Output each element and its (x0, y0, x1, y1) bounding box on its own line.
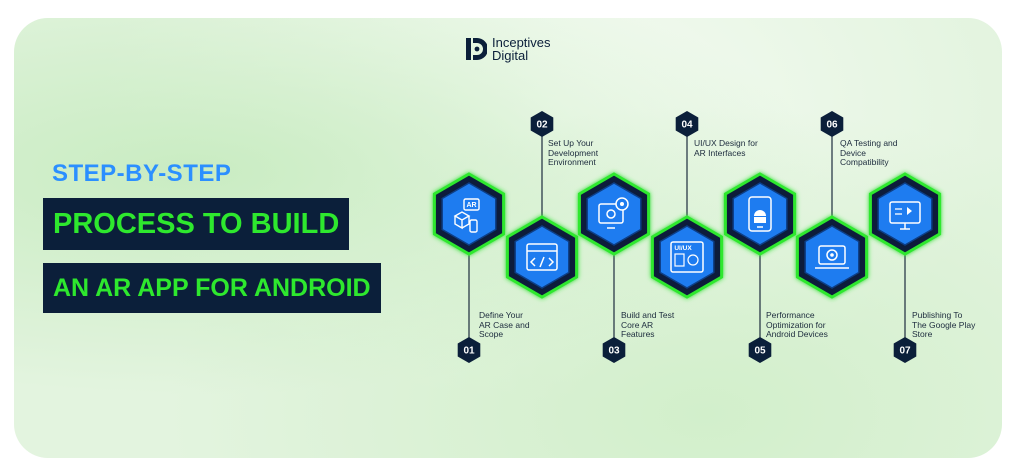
step-label-03: Build and Test Core AR Features (621, 310, 675, 339)
step-number-badge: 06 (820, 111, 844, 137)
brand-name-line2: Digital (492, 48, 529, 63)
ar-cube-icon: AR (453, 198, 480, 233)
step-hexagons: AR UI/UX (432, 172, 942, 299)
ui-ux-screen-icon: UI/UX (670, 241, 704, 273)
step-hexagon-05 (723, 172, 797, 256)
step-hexagon-03 (577, 172, 651, 256)
ar-icon-text: AR (466, 202, 476, 209)
step-number: 01 (463, 346, 475, 357)
step-label-02: Set Up Your Development Environment (548, 138, 599, 167)
step-hexagon-07 (868, 172, 942, 256)
step-number-badge: 01 (457, 337, 481, 363)
brand-name-line1: Inceptives (492, 35, 551, 50)
heading-line2: AN AR APP FOR ANDROID (43, 263, 381, 313)
step-number-badge: 05 (748, 337, 772, 363)
ui-ux-icon-text: UI/UX (674, 245, 692, 252)
step-number-badge: 07 (893, 337, 917, 363)
step-number: 07 (899, 346, 911, 357)
step-badges: 01 02 03 04 05 06 07 (457, 111, 917, 363)
step-label-01: Define Your AR Case and Scope (479, 310, 530, 339)
step-hexagon-02 (505, 215, 579, 299)
step-number-badge: 03 (602, 337, 626, 363)
laptop-settings-icon (815, 245, 849, 269)
step-label-04: UI/UX Design for AR Interfaces (694, 138, 758, 158)
step-number: 05 (754, 346, 766, 357)
step-number: 03 (608, 346, 620, 357)
brand-logo: Inceptives Digital (465, 36, 551, 62)
step-number-badge: 02 (530, 111, 554, 137)
gear-monitor-icon (598, 197, 629, 229)
heading-step-by-step: STEP-BY-STEP (52, 160, 232, 187)
step-number: 04 (681, 120, 693, 131)
android-phone-icon (748, 196, 772, 232)
step-number: 06 (826, 120, 838, 131)
step-label-06: QA Testing and Device Compatibility (840, 138, 898, 167)
play-store-monitor-icon (889, 201, 921, 230)
step-hexagon-06 (795, 215, 869, 299)
step-number: 02 (536, 120, 548, 131)
step-label-07: Publishing To The Google Play Store (912, 310, 976, 339)
step-hexagon-04: UI/UX (650, 215, 724, 299)
code-browser-icon (526, 243, 558, 271)
connector-lines (468, 134, 906, 340)
step-label-05: Performance Optimization for Android Dev… (766, 310, 828, 339)
step-hexagon-01: AR (432, 172, 506, 256)
heading-line1: PROCESS TO BUILD (43, 198, 350, 250)
step-number-badge: 04 (675, 111, 699, 137)
inceptives-logo-icon (466, 38, 487, 60)
